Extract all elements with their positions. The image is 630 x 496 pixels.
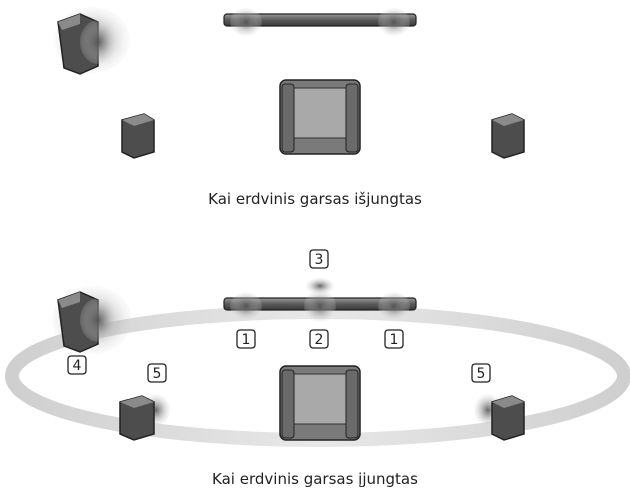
label-rear-left: 5 bbox=[147, 363, 167, 383]
label-front-left: 1 bbox=[236, 329, 256, 349]
caption-surround-on: Kai erdvinis garsas įjungtas bbox=[212, 470, 418, 488]
label-subwoofer: 4 bbox=[67, 355, 87, 375]
svg-text:3: 3 bbox=[315, 252, 324, 268]
rear-left-speaker bbox=[121, 113, 155, 159]
subwoofer bbox=[54, 7, 130, 75]
rear-left-speaker bbox=[119, 394, 170, 441]
sofa bbox=[279, 365, 361, 441]
svg-text:2: 2 bbox=[315, 332, 324, 348]
panel-surround-off: Kai erdvinis garsas išjungtas bbox=[54, 7, 525, 208]
svg-text:4: 4 bbox=[73, 358, 82, 374]
panel-surround-on: 3 1 2 1 4 5 5 Kai erdvinis garsas įjungt… bbox=[5, 249, 630, 488]
soundbar bbox=[223, 278, 417, 322]
rear-right-speaker bbox=[491, 113, 525, 159]
subwoofer bbox=[52, 286, 132, 354]
svg-text:5: 5 bbox=[153, 366, 162, 382]
label-top: 3 bbox=[309, 249, 329, 269]
label-center: 2 bbox=[309, 329, 329, 349]
rear-right-speaker bbox=[474, 394, 525, 441]
label-front-right: 1 bbox=[384, 329, 404, 349]
svg-text:1: 1 bbox=[242, 332, 251, 348]
soundbar bbox=[223, 8, 417, 36]
sofa bbox=[279, 79, 361, 155]
caption-surround-off: Kai erdvinis garsas išjungtas bbox=[208, 190, 422, 208]
svg-text:1: 1 bbox=[390, 332, 399, 348]
label-rear-right: 5 bbox=[471, 363, 491, 383]
svg-text:5: 5 bbox=[477, 366, 486, 382]
